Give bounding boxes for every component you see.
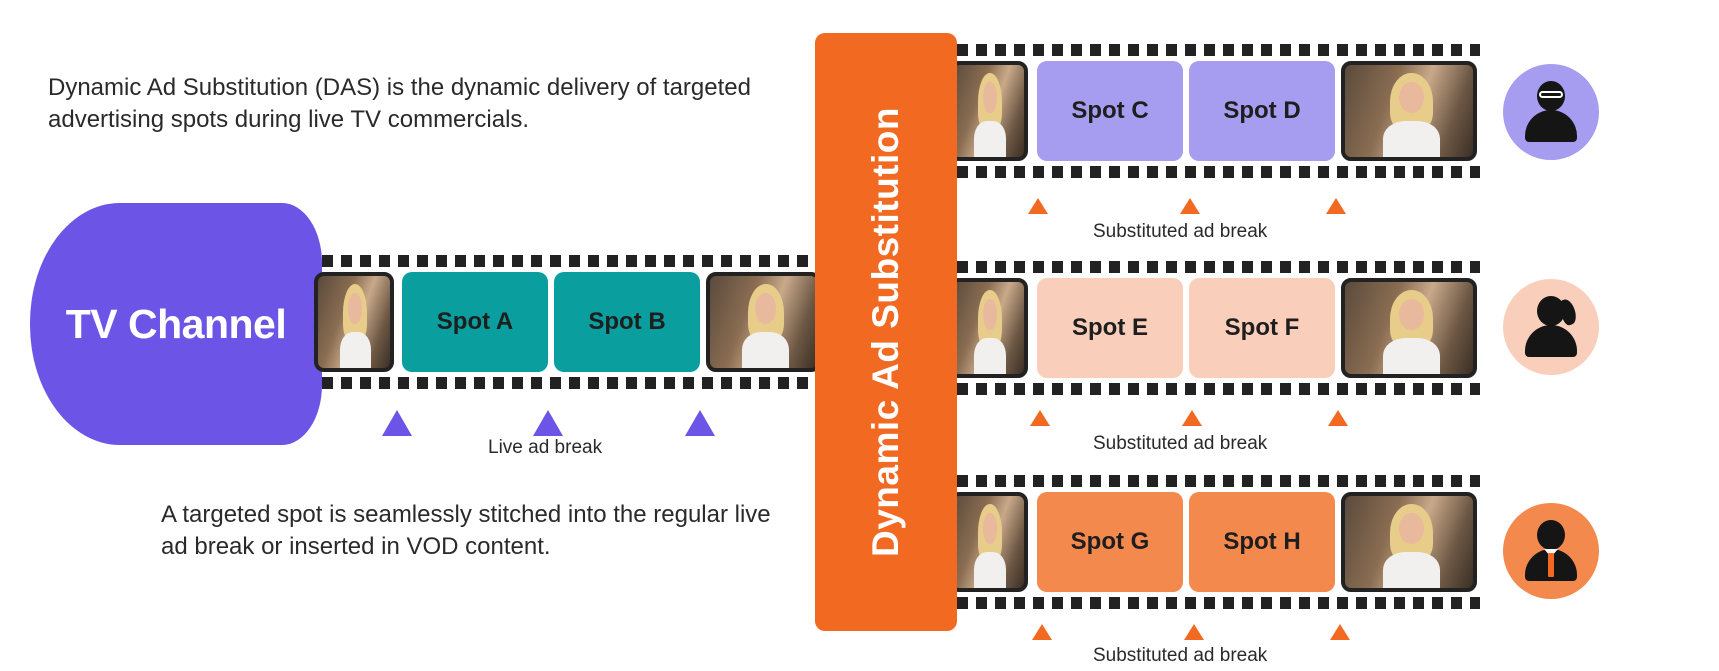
tv-channel-label: TV Channel [65, 300, 287, 347]
break-marker [685, 410, 715, 436]
spot-a: Spot A [402, 272, 548, 372]
substituted-ad-break-caption: Substituted ad break [1093, 645, 1268, 666]
break-marker [382, 410, 412, 436]
substituted-ad-break-caption: Substituted ad break [1093, 433, 1268, 454]
live-ad-break-caption: Live ad break [488, 437, 603, 458]
spot-b: Spot B [554, 272, 700, 372]
program-frame [314, 272, 394, 372]
program-frame [1341, 492, 1477, 592]
viewer-tie-icon [1503, 503, 1599, 599]
live-film-strip: Spot A Spot B [314, 255, 821, 389]
spot-c: Spot C [1037, 61, 1183, 161]
program-frame [1341, 61, 1477, 161]
film-perforations [957, 44, 1480, 56]
film-perforations [957, 166, 1480, 178]
substituted-film-strip: Spot C Spot D [949, 44, 1480, 178]
viewer-ponytail-icon [1503, 279, 1599, 375]
das-label: Dynamic Ad Substitution [865, 106, 906, 558]
break-marker [1180, 198, 1200, 214]
program-frame [949, 492, 1028, 592]
break-marker [533, 410, 563, 436]
spot-d: Spot D [1189, 61, 1335, 161]
spot-e: Spot E [1037, 278, 1183, 378]
program-frame [949, 278, 1028, 378]
break-marker [1184, 624, 1204, 640]
program-frame [706, 272, 821, 372]
tv-channel-node: TV Channel [30, 203, 322, 445]
break-marker [1028, 198, 1048, 214]
film-perforations [957, 383, 1480, 395]
stitching-note: A targeted spot is seamlessly stitched i… [161, 501, 771, 560]
break-marker [1330, 624, 1350, 640]
film-perforations [957, 475, 1480, 487]
program-frame [1341, 278, 1477, 378]
film-perforations [957, 261, 1480, 273]
break-marker [1032, 624, 1052, 640]
film-perforations [957, 597, 1480, 609]
spot-g: Spot G [1037, 492, 1183, 592]
film-perforations [322, 377, 815, 389]
intro-text: Dynamic Ad Substitution (DAS) is the dyn… [48, 74, 751, 133]
substituted-ad-break-caption: Substituted ad break [1093, 221, 1268, 242]
break-marker [1030, 410, 1050, 426]
substituted-film-strip: Spot E Spot F [949, 261, 1480, 395]
program-frame [949, 61, 1028, 161]
substituted-film-strip: Spot G Spot H [949, 475, 1480, 609]
das-processor: Dynamic Ad Substitution [815, 33, 957, 631]
viewer-glasses-icon [1503, 64, 1599, 160]
spot-h: Spot H [1189, 492, 1335, 592]
break-marker [1328, 410, 1348, 426]
break-marker [1326, 198, 1346, 214]
film-perforations [322, 255, 815, 267]
spot-f: Spot F [1189, 278, 1335, 378]
break-marker [1182, 410, 1202, 426]
